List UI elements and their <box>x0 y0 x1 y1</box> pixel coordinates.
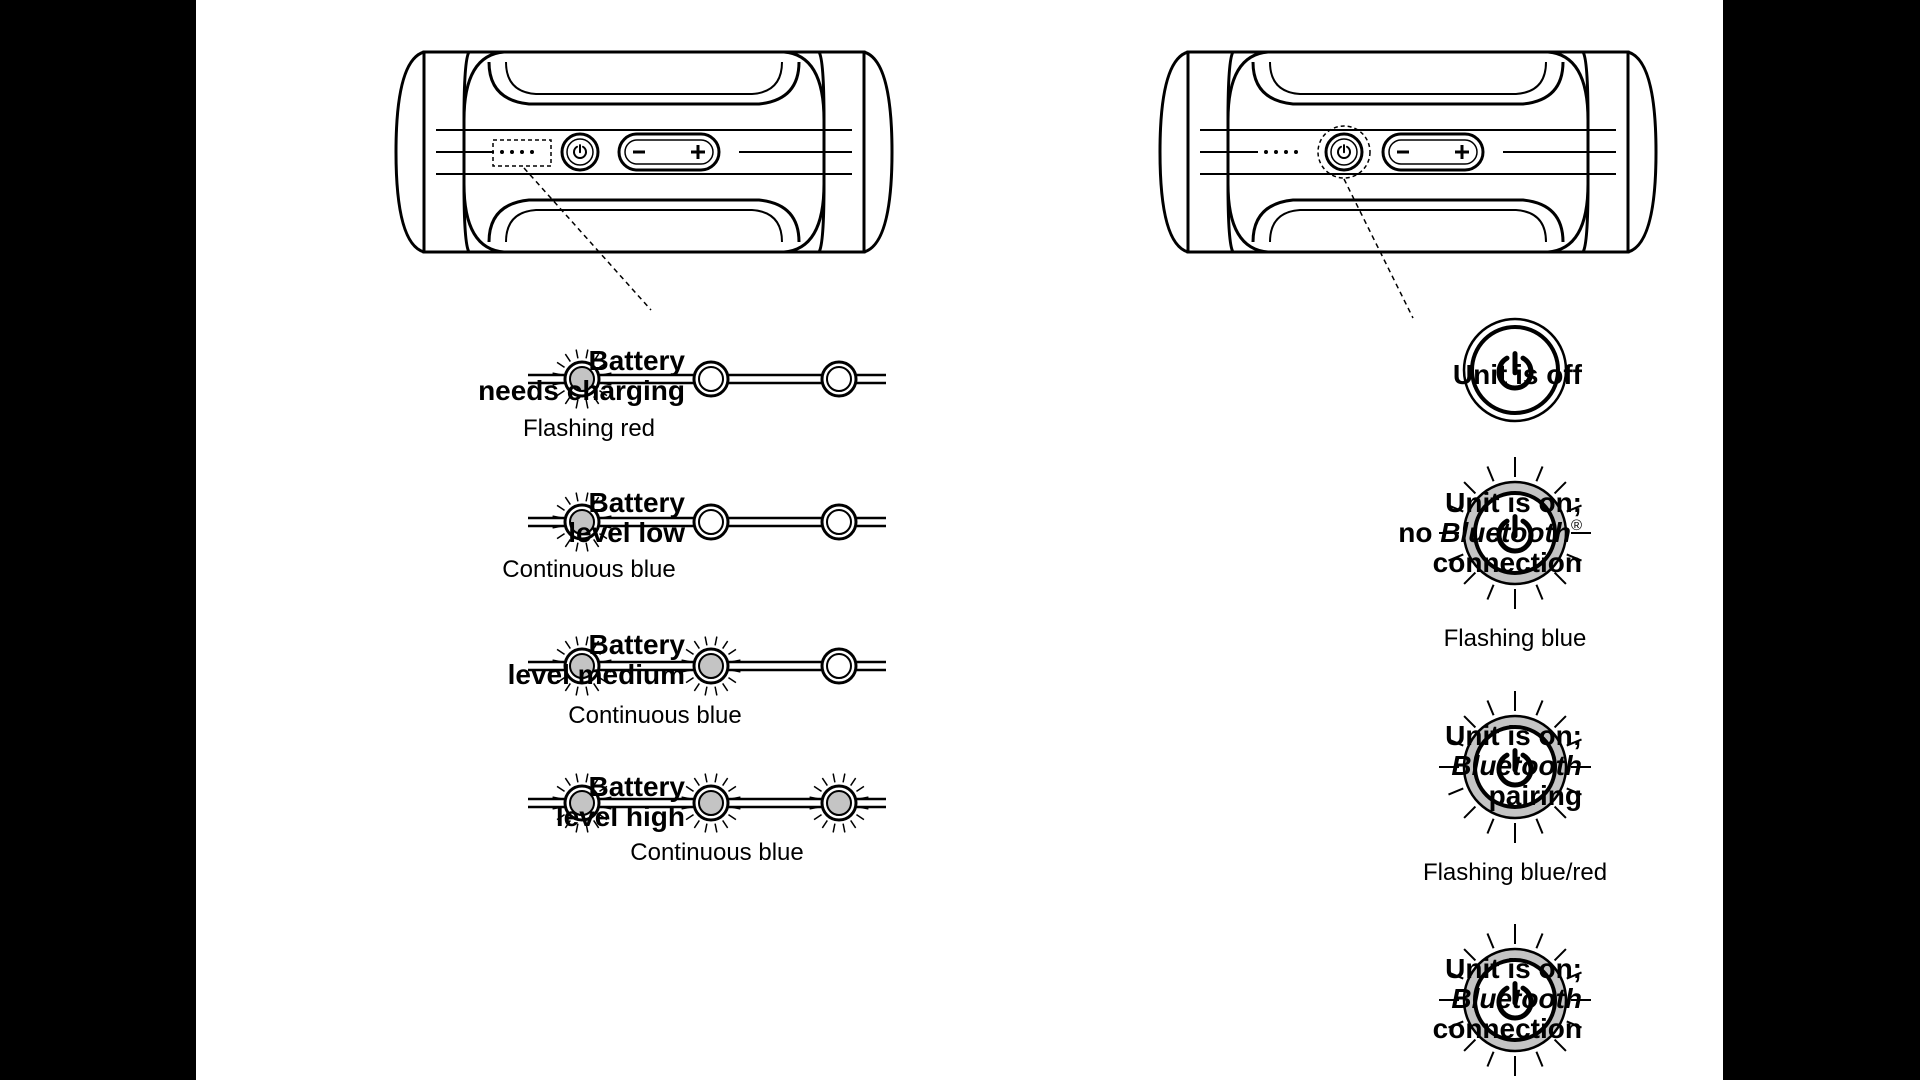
led-glow-rays <box>681 773 741 833</box>
plus-icon <box>1455 145 1469 159</box>
unit-state-label-off: Unit is off <box>1452 359 1582 390</box>
led-callout-line <box>523 167 652 311</box>
unit-state-label-pairing: Unit is on; Bluetooth pairing <box>1445 720 1582 811</box>
power-icon <box>1337 144 1351 159</box>
battery-led-row <box>528 492 886 552</box>
power-callout-ring <box>1317 125 1371 179</box>
battery-led-lit <box>698 790 724 816</box>
volume-rocker-illustration <box>1381 132 1485 172</box>
battery-state-caption-medium: Continuous blue <box>568 702 742 729</box>
battery-led-lit <box>569 790 595 816</box>
power-glow-rays <box>1439 457 1591 609</box>
power-icon <box>1496 351 1534 391</box>
led-glow-rays <box>552 492 612 552</box>
plus-icon <box>691 145 705 159</box>
led-dot <box>530 150 534 154</box>
unit-state-caption-no-connection: Flashing blue <box>1443 625 1587 652</box>
battery-led-unlit <box>698 366 724 392</box>
power-icon <box>1496 748 1534 788</box>
unit-state-caption-pairing: Flashing blue/red <box>1422 859 1608 886</box>
led-dot <box>510 150 514 154</box>
power-callout-line <box>1343 178 1414 319</box>
power-indicator-off <box>1462 317 1568 423</box>
battery-state-caption-low: Continuous blue <box>502 556 676 583</box>
led-glow-rays <box>552 636 612 696</box>
battery-led-row <box>528 636 886 696</box>
indicator-diagram <box>394 50 1658 1076</box>
unit-state-label-connection: Unit is on; Bluetooth connection <box>1432 953 1582 1044</box>
battery-led-unlit <box>826 509 852 535</box>
power-button-illustration <box>1324 132 1364 172</box>
volume-rocker-illustration <box>617 132 721 172</box>
power-indicator-lit <box>1439 457 1591 609</box>
led-glow-rays <box>552 349 612 409</box>
led-dot <box>1294 150 1298 154</box>
led-dot <box>1284 150 1288 154</box>
battery-led-unlit <box>826 366 852 392</box>
unit-state-label-no-connection: Unit is on; no Bluetooth® connection <box>1398 487 1582 578</box>
led-dot <box>1264 150 1268 154</box>
led-glow-rays <box>809 773 869 833</box>
power-icon <box>573 144 587 159</box>
battery-led-lit <box>569 653 595 679</box>
speaker-illustration-right <box>1158 50 1658 319</box>
led-glow-rays <box>552 773 612 833</box>
led-dot <box>500 150 504 154</box>
battery-led-unlit <box>826 653 852 679</box>
power-indicator-lit <box>1439 691 1591 843</box>
battery-state-caption-charging: Flashing red <box>522 415 656 442</box>
battery-led-row <box>528 349 886 409</box>
power-icon <box>1496 981 1534 1021</box>
power-button-illustration <box>560 132 600 172</box>
led-callout-box <box>492 139 552 167</box>
battery-led-lit <box>826 790 852 816</box>
battery-state-caption-high: Continuous blue <box>630 839 804 866</box>
battery-led-row <box>528 773 886 833</box>
speaker-illustration-left <box>394 50 894 311</box>
power-icon <box>1496 514 1534 554</box>
battery-led-lit <box>698 653 724 679</box>
led-glow-rays <box>681 636 741 696</box>
power-glow-rays <box>1439 924 1591 1076</box>
power-glow-rays <box>1439 691 1591 843</box>
led-dot <box>1274 150 1278 154</box>
power-indicator-lit <box>1439 924 1591 1076</box>
battery-led-lit <box>569 366 595 392</box>
led-dot <box>520 150 524 154</box>
battery-led-unlit <box>698 509 724 535</box>
battery-led-lit <box>569 509 595 535</box>
